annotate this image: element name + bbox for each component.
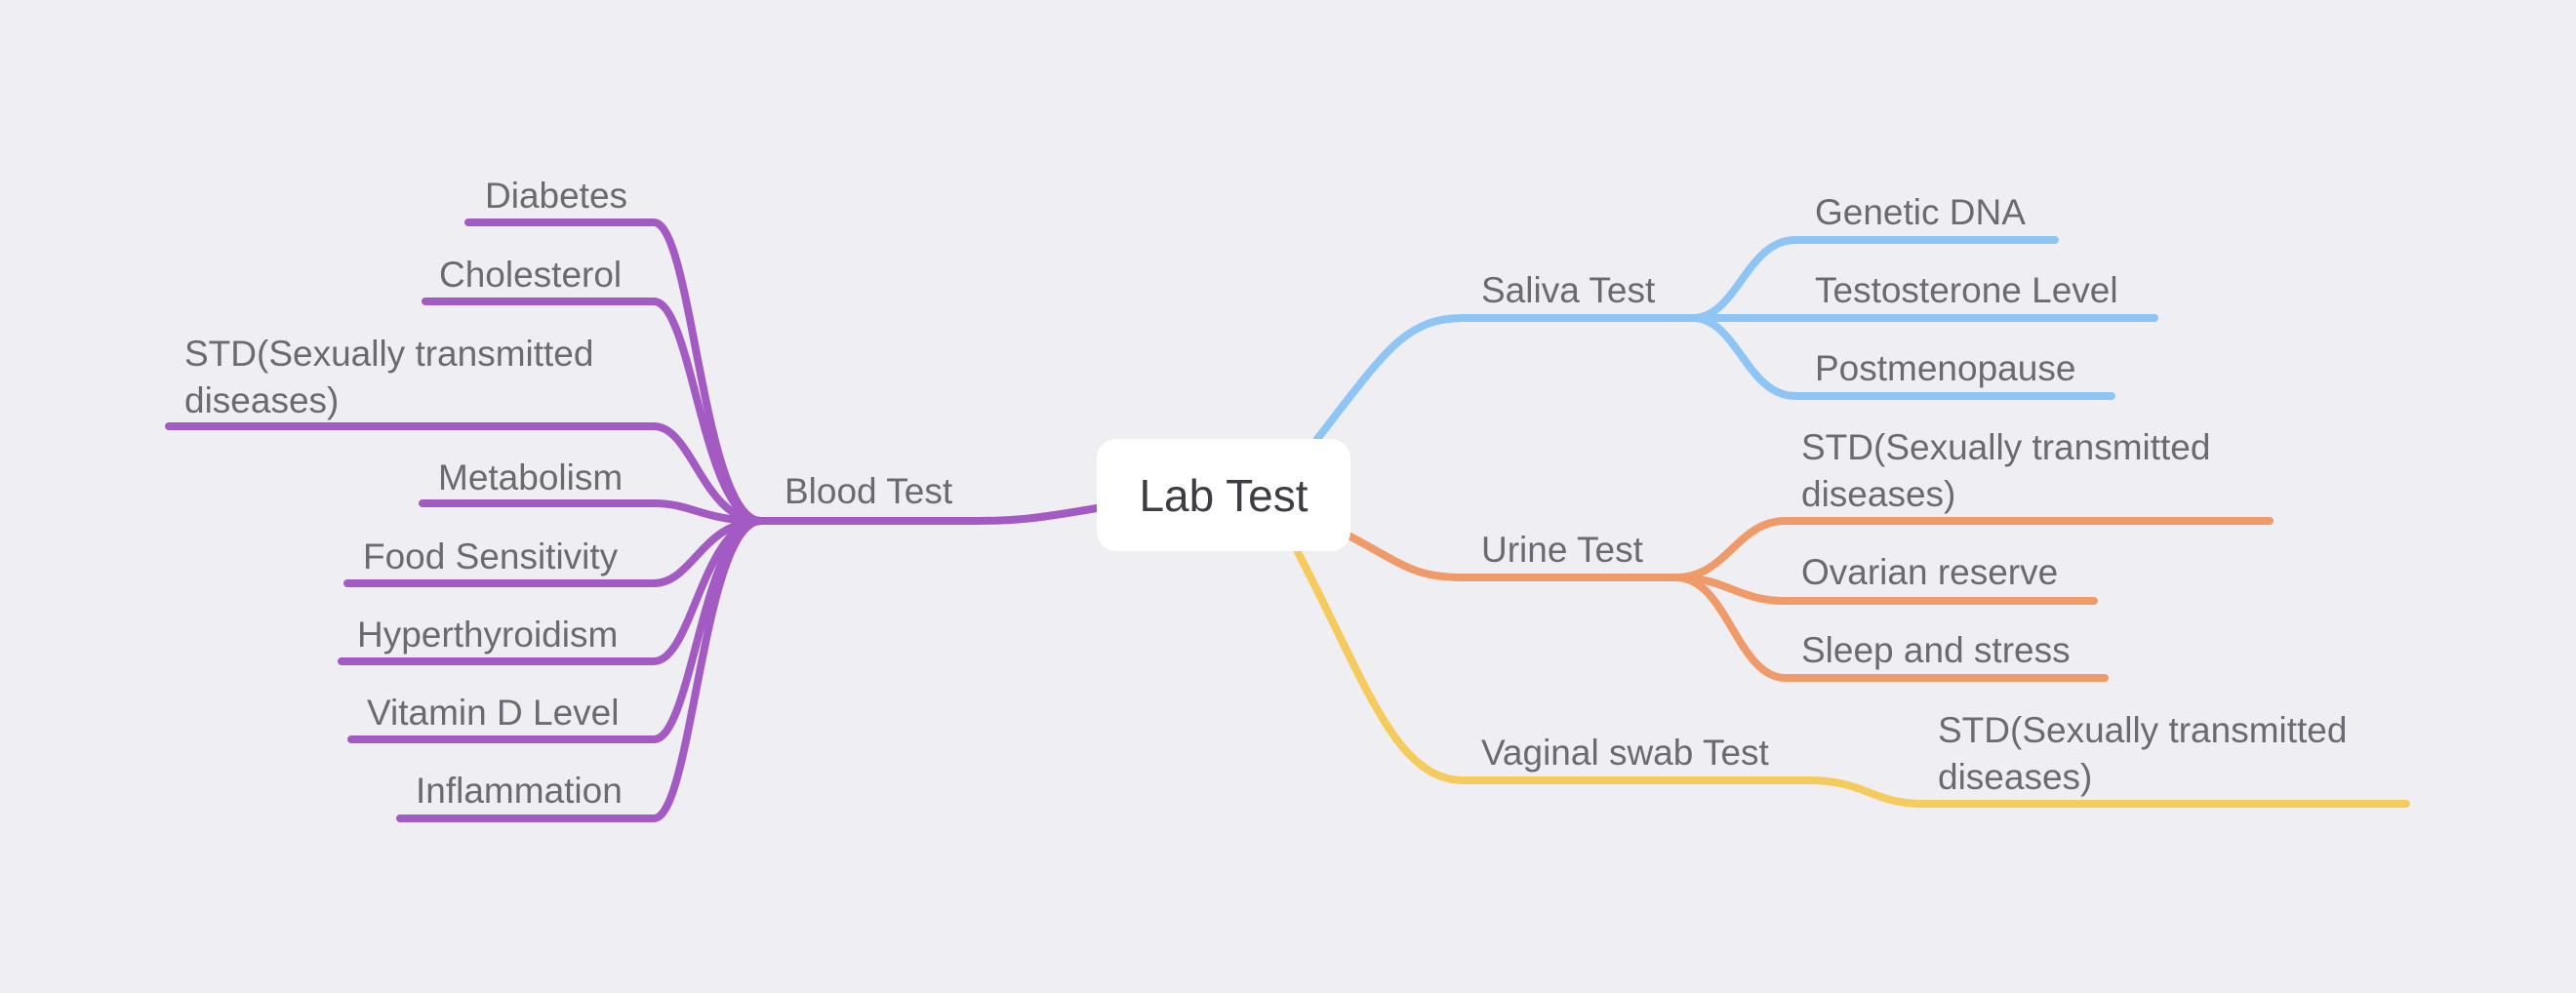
leaf-node-postmenopause[interactable]: Postmenopause — [1815, 348, 2076, 388]
saliva-test-connectors — [1313, 236, 2158, 443]
leaf-node-std-vaginal[interactable]: STD(Sexually transmitted diseases) — [1938, 710, 2348, 797]
leaf-node-sleep-and-stress[interactable]: Sleep and stress — [1801, 630, 2071, 670]
connector-sleep-stress — [1672, 574, 2109, 682]
connector-std-vaginal — [1806, 776, 2410, 808]
leaf-node-inflammation[interactable]: Inflammation — [416, 771, 623, 811]
connector-postmenopause — [1689, 314, 2115, 400]
branch-node-vaginal-swab-test[interactable]: Vaginal swab Test — [1481, 733, 1769, 773]
connector-inflammation — [396, 517, 765, 822]
root-node-label: Lab Test — [1139, 469, 1308, 521]
vaginal-swab-test-connectors — [1294, 548, 2410, 808]
connector-root-vaginal-swab-test — [1294, 548, 1814, 784]
leaf-node-ovarian-reserve[interactable]: Ovarian reserve — [1801, 552, 2059, 592]
leaf-node-hyperthyroidism[interactable]: Hyperthyroidism — [357, 615, 619, 655]
leaf-node-cholesterol[interactable]: Cholesterol — [439, 255, 623, 295]
connector-cholesterol — [422, 298, 765, 525]
leaf-node-std-urine[interactable]: STD(Sexually transmitted diseases) — [1801, 427, 2211, 514]
leaf-node-genetic-dna[interactable]: Genetic DNA — [1815, 192, 2026, 232]
leaf-node-testosterone-level[interactable]: Testosterone Level — [1815, 270, 2118, 310]
leaf-node-std-blood[interactable]: STD(Sexually transmitted diseases) — [184, 334, 594, 420]
branch-node-saliva-test[interactable]: Saliva Test — [1481, 270, 1656, 310]
connector-metabolism — [419, 499, 765, 525]
connector-root-saliva-test — [1313, 314, 1697, 443]
connector-root-blood-test — [757, 504, 1101, 525]
branch-node-urine-test[interactable]: Urine Test — [1481, 530, 1643, 570]
branch-node-blood-test[interactable]: Blood Test — [785, 471, 953, 511]
blood-test-connectors — [165, 218, 1101, 822]
leaf-node-vitamin-d-level[interactable]: Vitamin D Level — [367, 693, 620, 733]
leaf-node-diabetes[interactable]: Diabetes — [485, 176, 628, 216]
root-node-lab-test[interactable]: Lab Test — [1097, 439, 1350, 551]
urine-test-connectors — [1347, 517, 2274, 682]
leaf-node-food-sensitivity[interactable]: Food Sensitivity — [363, 536, 619, 576]
leaf-node-metabolism[interactable]: Metabolism — [438, 457, 624, 497]
connector-root-urine-test — [1347, 533, 1680, 581]
